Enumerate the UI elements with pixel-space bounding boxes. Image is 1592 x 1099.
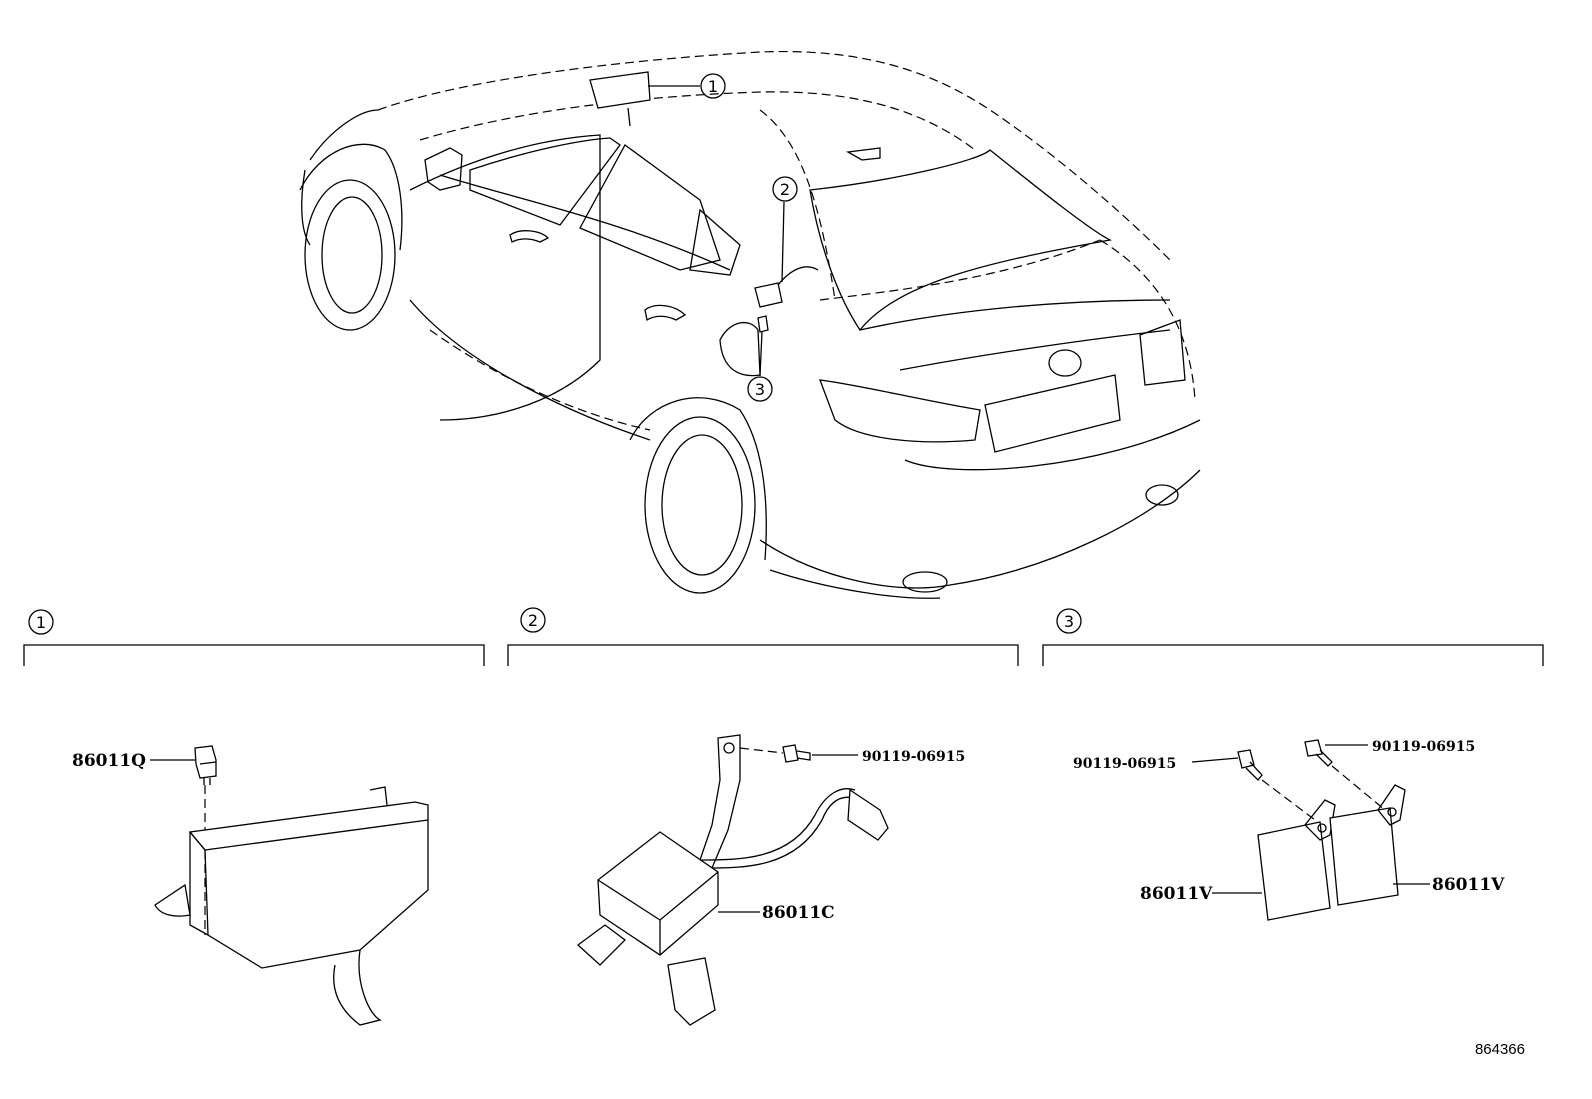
part-86011Q: 86011Q <box>72 751 146 771</box>
part-86011V-right: 86011V <box>1432 875 1505 895</box>
part-90119-06915-s3-right: 90119-06915 <box>1372 739 1475 755</box>
part-86011V-left: 86011V <box>1140 884 1213 904</box>
callout-2: 2 <box>780 180 790 199</box>
section-label-3: 3 <box>1064 612 1074 631</box>
part-86011C: 86011C <box>762 903 835 923</box>
section-headers: 1 2 3 <box>23 607 1544 666</box>
section-1-parts: 86011Q <box>72 745 429 1026</box>
section-2-parts: 90119-06915 86011C <box>576 734 965 1026</box>
callout-3: 3 <box>755 380 765 399</box>
section-label-1: 1 <box>36 613 46 632</box>
diagram-reference: 864366 <box>1475 1041 1525 1058</box>
car-illustration: 1 2 3 <box>299 50 1201 599</box>
callout-1: 1 <box>708 77 718 96</box>
section-3-parts: 90119-06915 90119-06915 86011V 86011V <box>1073 739 1505 921</box>
part-90119-06915-s2: 90119-06915 <box>862 749 965 765</box>
part-90119-06915-s3-left: 90119-06915 <box>1073 756 1176 772</box>
section-label-2: 2 <box>528 611 538 630</box>
